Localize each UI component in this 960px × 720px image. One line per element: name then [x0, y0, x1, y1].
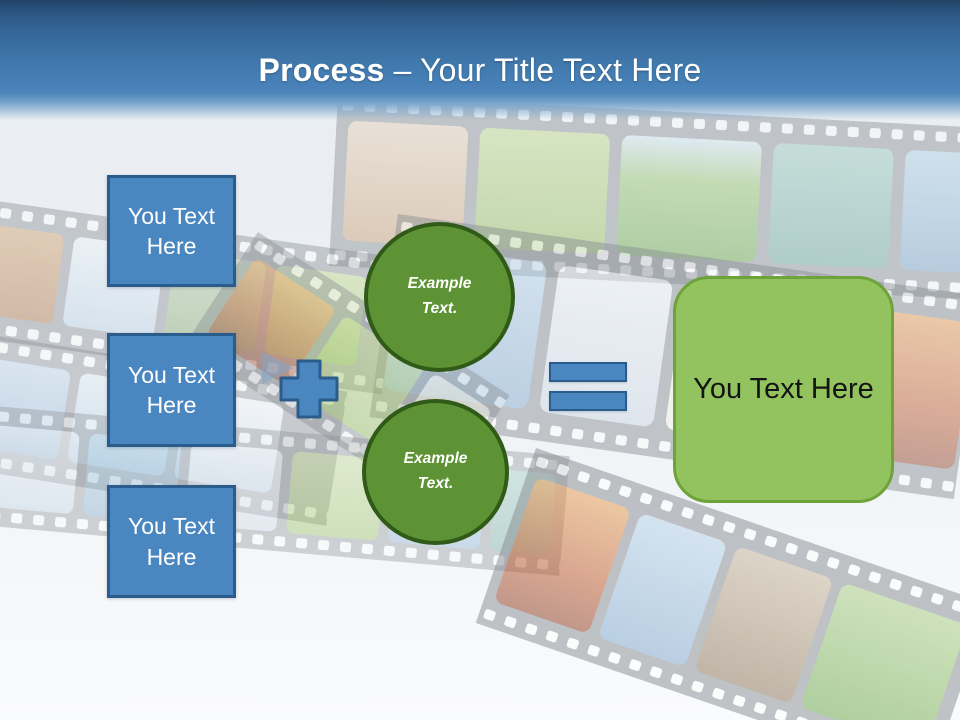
title-bar: Process– Your Title Text Here — [0, 0, 960, 120]
page-title[interactable]: Process– Your Title Text Here — [0, 0, 960, 89]
result-box-label: You Text Here — [693, 373, 874, 405]
play-triangle-decoration — [262, 352, 294, 384]
equals-top-bar — [549, 362, 627, 382]
example-circle-2[interactable]: Example Text. — [362, 399, 509, 545]
title-keyword: Process — [258, 52, 385, 88]
filmstrip-bottom-right — [475, 447, 960, 720]
title-rest: – Your Title Text Here — [393, 52, 702, 88]
example-circle-1-label: Example Text. — [407, 275, 472, 317]
step-box-3[interactable]: You Text Here — [107, 485, 236, 598]
example-circle-2-label: Example Text. — [403, 450, 468, 492]
equals-icon[interactable] — [549, 362, 627, 411]
step-box-2-label: You Text Here — [128, 361, 215, 418]
step-box-2[interactable]: You Text Here — [107, 333, 236, 447]
step-box-1-label: You Text Here — [128, 202, 215, 259]
example-circle-1[interactable]: Example Text. — [364, 222, 515, 372]
step-box-1[interactable]: You Text Here — [107, 175, 236, 287]
equals-bottom-bar — [549, 391, 627, 411]
step-box-3-label: You Text Here — [128, 513, 215, 570]
plus-icon[interactable] — [277, 357, 341, 421]
result-box[interactable]: You Text Here — [673, 276, 894, 503]
